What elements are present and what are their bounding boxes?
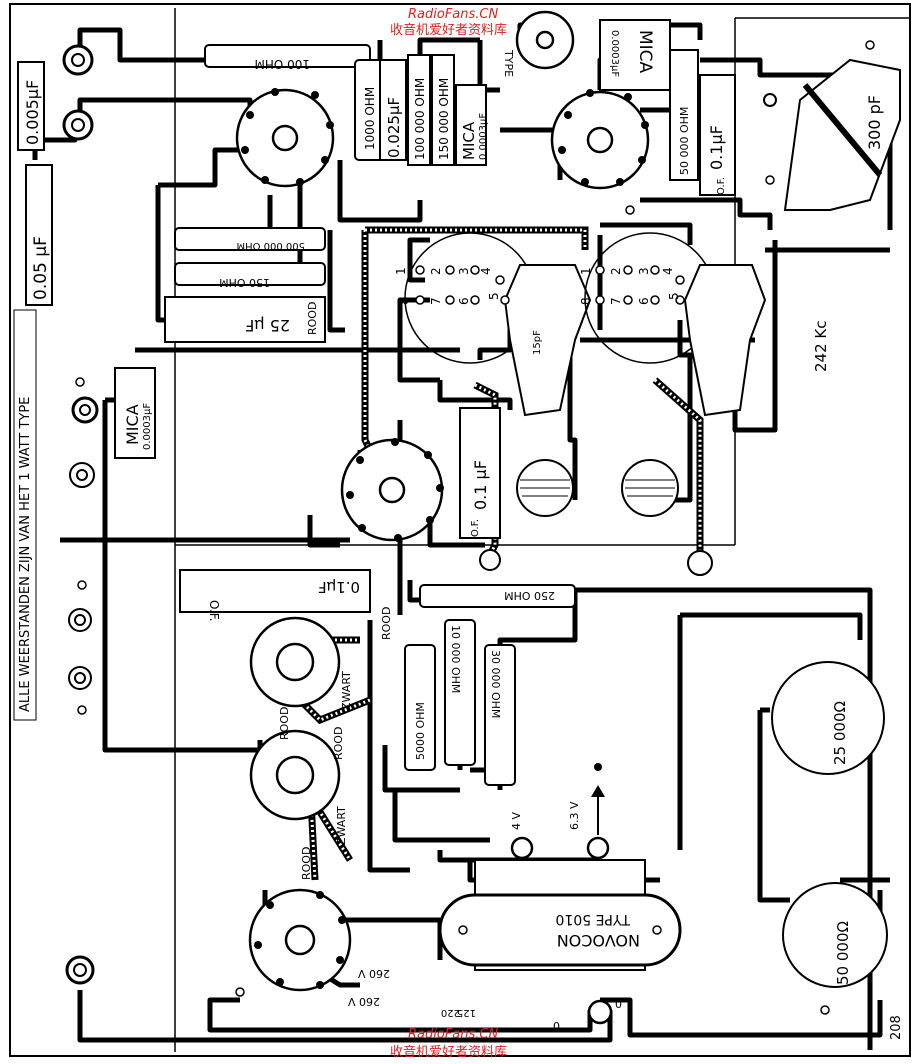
svg-text:125: 125 — [457, 1007, 476, 1018]
svg-text:ROOD: ROOD — [332, 727, 345, 760]
watermark-cn-bottom: 收音机爱好者资料库 — [390, 1044, 507, 1060]
svg-text:100 000 OHM: 100 000 OHM — [413, 78, 427, 160]
svg-text:208: 208 — [889, 1015, 904, 1040]
svg-text:O.F.: O.F. — [470, 519, 481, 537]
svg-text:50 000 OHM: 50 000 OHM — [678, 107, 691, 175]
svg-text:6.3 V: 6.3 V — [568, 801, 581, 830]
svg-text:1: 1 — [579, 267, 593, 275]
svg-text:MICA: MICA — [635, 30, 655, 74]
svg-text:4: 4 — [661, 267, 675, 275]
svg-text:0.1µF: 0.1µF — [707, 125, 726, 170]
svg-text:220: 220 — [441, 1007, 460, 1018]
svg-text:260 V: 260 V — [358, 967, 390, 980]
svg-text:6: 6 — [457, 297, 471, 305]
if-transformer-1 — [404, 232, 592, 417]
svg-text:1000 OHM: 1000 OHM — [363, 87, 377, 150]
svg-text:7: 7 — [609, 297, 623, 305]
socket-pins — [241, 88, 649, 989]
svg-text:300 pF: 300 pF — [865, 95, 884, 150]
if-pins — [415, 265, 685, 305]
svg-text:5: 5 — [667, 292, 681, 300]
svg-text:500 000 OHM: 500 000 OHM — [236, 240, 305, 251]
trimmers — [479, 459, 713, 576]
component-labels: 0.005µF 0.05 µF 100 OHM 1000 OHM 0.025µF… — [23, 30, 904, 1040]
svg-text:5: 5 — [487, 292, 501, 300]
svg-text:242 Kc: 242 Kc — [812, 321, 830, 372]
tube-sockets — [235, 10, 650, 992]
component-boxes — [17, 19, 736, 786]
svg-text:4: 4 — [479, 267, 493, 275]
svg-text:ROOD: ROOD — [306, 302, 319, 335]
svg-text:0.1µF: 0.1µF — [318, 578, 360, 596]
svg-text:O.F.: O.F. — [207, 600, 221, 622]
svg-text:4 V: 4 V — [510, 812, 523, 830]
svg-text:8: 8 — [579, 297, 593, 305]
resistor-note: ALLE WEERSTANDEN ZIJN VAN HET 1 WATT TYP… — [18, 397, 33, 712]
svg-text:TYPE 5010: TYPE 5010 — [556, 911, 631, 927]
svg-text:25 000Ω: 25 000Ω — [831, 701, 849, 765]
svg-text:15pF: 15pF — [532, 330, 543, 355]
svg-text:6: 6 — [637, 297, 651, 305]
svg-text:0.0003µF: 0.0003µF — [478, 113, 489, 160]
voltage-arrow-head — [591, 785, 605, 797]
svg-text:260 V: 260 V — [348, 995, 380, 1008]
svg-text:MICA: MICA — [460, 121, 478, 160]
svg-text:ROOD: ROOD — [300, 847, 313, 880]
if-pin-labels: 1 2 3 4 5 6 7 8 1 2 3 4 5 6 7 8 — [394, 267, 681, 305]
svg-text:0.005µF: 0.005µF — [23, 80, 42, 145]
svg-text:7: 7 — [429, 297, 443, 305]
svg-text:0.025µF: 0.025µF — [385, 97, 403, 158]
svg-text:NOVOCON: NOVOCON — [557, 931, 640, 950]
svg-text:O.F.: O.F. — [716, 177, 727, 195]
svg-text:ZWART: ZWART — [340, 671, 353, 710]
svg-text:50 000Ω: 50 000Ω — [834, 921, 852, 985]
svg-text:0: 0 — [553, 1019, 560, 1032]
svg-text:MICA: MICA — [123, 404, 142, 445]
watermark-site-top: RadioFans.CN — [408, 7, 498, 22]
watermark-site-bottom: RadioFans.CN — [408, 1027, 498, 1042]
svg-text:0: 0 — [615, 997, 622, 1010]
svg-text:0.1 µF: 0.1 µF — [471, 460, 490, 510]
svg-text:150 000 OHM: 150 000 OHM — [437, 78, 451, 160]
svg-text:5000 OHM: 5000 OHM — [414, 702, 427, 760]
power-transformer — [438, 859, 682, 971]
svg-text:2: 2 — [429, 267, 443, 275]
svg-text:250 OHM: 250 OHM — [504, 589, 555, 602]
svg-text:3: 3 — [637, 267, 651, 275]
svg-text:ROOD: ROOD — [278, 707, 291, 740]
svg-text:ZWART: ZWART — [335, 806, 348, 845]
svg-text:1: 1 — [394, 267, 408, 275]
svg-text:0.0003µF: 0.0003µF — [142, 403, 153, 450]
svg-text:10 000 OHM: 10 000 OHM — [449, 625, 462, 693]
svg-text:ROOD: ROOD — [380, 607, 393, 640]
watermark-cn-top: 收音机爱好者资料库 — [390, 22, 507, 38]
svg-text:3: 3 — [457, 267, 471, 275]
svg-text:100 OHM: 100 OHM — [254, 57, 310, 71]
voltage-dot — [594, 763, 602, 771]
note-strip — [13, 309, 37, 721]
svg-text:30 000 OHM: 30 000 OHM — [489, 650, 502, 718]
if-transformer-2 — [584, 232, 767, 417]
svg-text:2: 2 — [609, 267, 623, 275]
svg-text:0.05 µF: 0.05 µF — [31, 236, 51, 300]
svg-text:8: 8 — [397, 297, 411, 305]
svg-text:TYPE: TYPE — [502, 49, 515, 77]
svg-text:0.0003µF: 0.0003µF — [609, 30, 620, 77]
outer-frame — [9, 3, 911, 1057]
svg-text:150 OHM: 150 OHM — [219, 276, 270, 289]
potentiometers — [763, 58, 901, 988]
svg-text:25 µF: 25 µF — [245, 316, 290, 335]
voltage-terminals — [510, 836, 613, 1025]
